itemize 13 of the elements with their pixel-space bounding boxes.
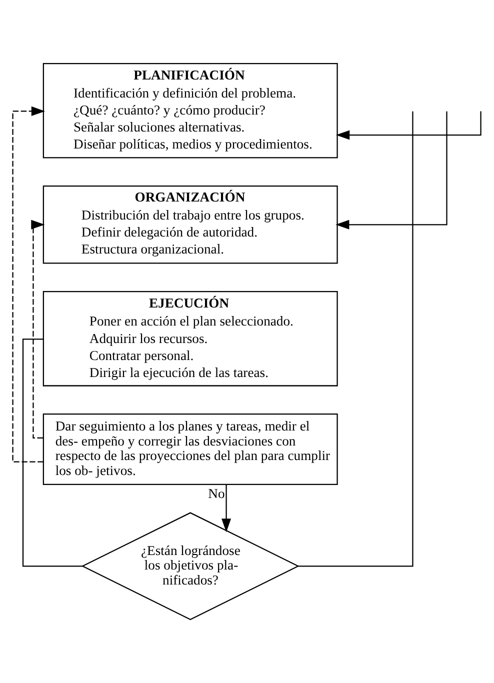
arrow [336,111,482,140]
node-box: EJECUCIÓN Poner en acción el plan seleccionado. Adquirir los recursos. Contratar personal. Dirigir la ejecución de las tareas. [42,291,338,386]
node-diamond: ¿Están lográndose los objetivos pla- nificados? [81,512,300,620]
node-box: Dar seguimiento a los planes y tareas, medir el des- empeño y corregir las desviaciones con respecto de las proyecciones del plan para cumplir los ob- jetivos. [42,414,338,486]
connector [298,111,414,567]
arrow [222,484,232,532]
arrow [336,111,448,230]
node-box: PLANIFICACIÓN Identificación y definición del problema. ¿Qué? ¿cuánto? y ¿cómo producir? Señalar soluciones alternativas. Diseñar políticas, medios y procedimientos. [42,62,338,158]
arrow [12,106,46,462]
edge-label: No [208,486,225,502]
arrow [31,220,45,438]
node-box: ORGANIZACIÓN Distribución del trabajo entre los grupos. Definir delegación de autoridad. Estructura organizacional. [42,186,338,264]
connector [22,338,82,567]
